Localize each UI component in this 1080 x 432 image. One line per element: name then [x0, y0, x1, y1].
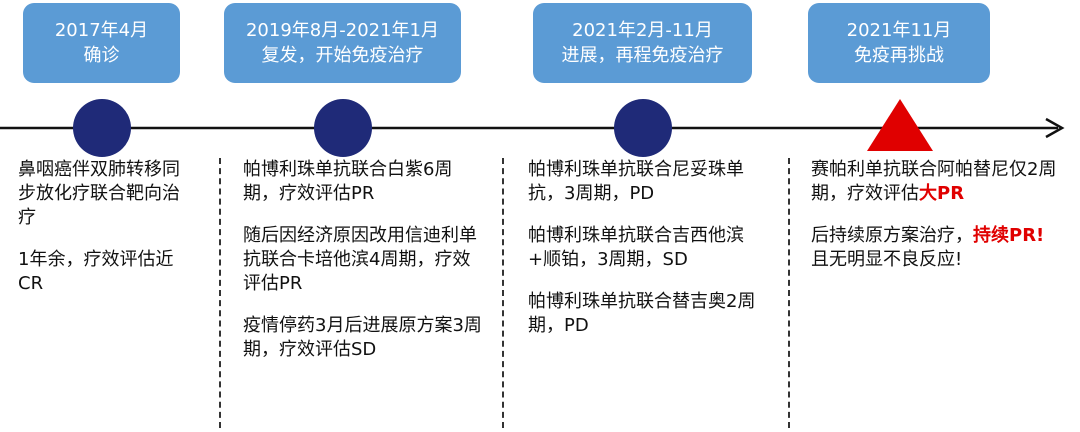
timeline-marker-triangle — [867, 99, 933, 151]
highlight-text: 持续PR! — [973, 225, 1045, 246]
column-progression: 帕博利珠单抗联合尼妥珠单抗，3周期，PD 帕博利珠单抗联合吉西他滨+顺铂，3周期… — [528, 158, 770, 356]
phase-box-recurrence: 2019年8月-2021年1月 复发，开始免疫治疗 — [224, 3, 461, 83]
column-rechallenge: 赛帕利单抗联合阿帕替尼仅2周期，疗效评估大PR 后持续原方案治疗，持续PR! 且无… — [811, 158, 1061, 290]
phase-box-progression: 2021年2月-11月 进展，再程免疫治疗 — [533, 3, 752, 83]
phase-box-diagnosis: 2017年4月 确诊 — [23, 3, 180, 83]
highlight-text: 大PR — [919, 183, 965, 204]
description-text: 后持续原方案治疗， — [811, 225, 973, 246]
phase-box-rechallenge: 2021年11月 免疫再挑战 — [808, 3, 990, 83]
phase-date: 2017年4月 — [54, 20, 149, 41]
description-text: 帕博利珠单抗联合替吉奥2周期，PD — [528, 291, 756, 336]
timeline-marker-circle — [314, 99, 372, 157]
phase-date: 2021年2月-11月 — [572, 20, 713, 41]
description-text: 随后因经济原因改用信迪利单抗联合卡培他滨4周期，疗效评估PR — [243, 225, 477, 294]
timeline-marker-circle — [73, 99, 131, 157]
description-text: 帕博利珠单抗联合吉西他滨+顺铂，3周期，SD — [528, 225, 744, 270]
phase-date: 2021年11月 — [846, 20, 952, 41]
description-text: 且无明显不良反应! — [811, 249, 963, 270]
phase-date: 2019年8月-2021年1月 — [245, 20, 440, 41]
column-divider — [788, 158, 790, 428]
description-text: 帕博利珠单抗联合尼妥珠单抗，3周期，PD — [528, 159, 744, 204]
column-divider — [502, 158, 504, 428]
phase-title: 进展，再程免疫治疗 — [561, 45, 724, 66]
phase-title: 复发，开始免疫治疗 — [261, 45, 424, 66]
description-text: 1年余，疗效评估近CR — [18, 249, 174, 294]
column-recurrence: 帕博利珠单抗联合白紫6周期，疗效评估PR 随后因经济原因改用信迪利单抗联合卡培他… — [243, 158, 483, 380]
description-text: 帕博利珠单抗联合白紫6周期，疗效评估PR — [243, 159, 453, 204]
description-paragraph: 赛帕利单抗联合阿帕替尼仅2周期，疗效评估大PR — [811, 158, 1061, 206]
description-text: 赛帕利单抗联合阿帕替尼仅2周期，疗效评估 — [811, 159, 1057, 204]
description-text: 鼻咽癌伴双肺转移同步放化疗联合靶向治疗 — [18, 159, 180, 228]
column-divider — [219, 158, 221, 428]
timeline-marker-circle — [614, 99, 672, 157]
description-text: 疫情停药3月后进展原方案3周期，疗效评估SD — [243, 315, 482, 360]
phase-title: 免疫再挑战 — [854, 45, 944, 66]
description-paragraph: 后持续原方案治疗，持续PR! 且无明显不良反应! — [811, 224, 1061, 272]
column-diagnosis: 鼻咽癌伴双肺转移同步放化疗联合靶向治疗 1年余，疗效评估近CR — [18, 158, 192, 314]
phase-title: 确诊 — [83, 45, 120, 66]
